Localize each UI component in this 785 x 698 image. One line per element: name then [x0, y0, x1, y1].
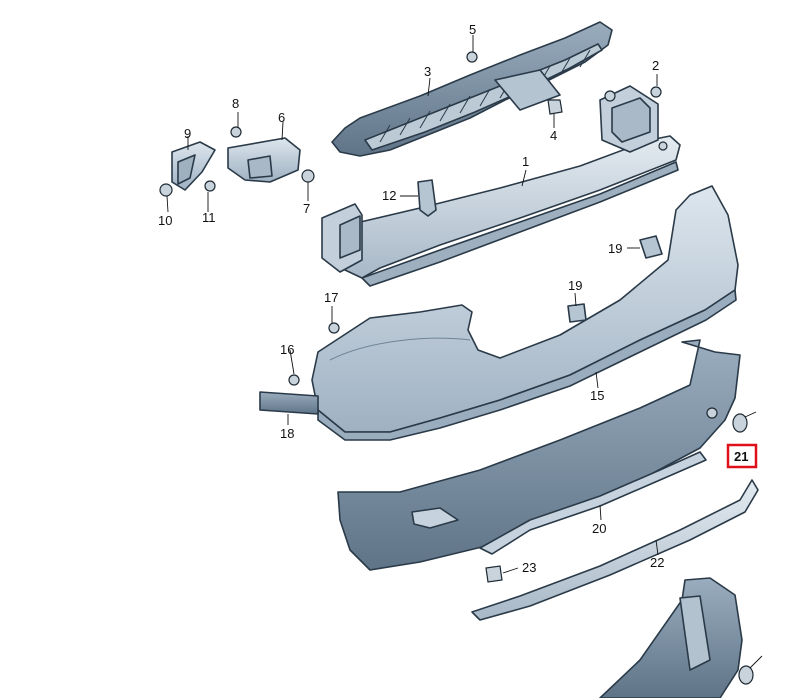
part-label-6: 6 [278, 110, 285, 125]
small-bracket [171, 141, 216, 191]
part-label-19-upper: 19 [608, 241, 622, 256]
part-label-7: 7 [303, 201, 310, 216]
highlighted-part-21[interactable]: 21 [726, 443, 758, 469]
side-bracket [227, 137, 301, 183]
upper-impact-absorber [331, 21, 613, 157]
highlight-frame [726, 443, 758, 469]
part-label-23: 23 [522, 560, 536, 575]
part-label-1: 1 [522, 154, 529, 169]
part-label-18: 18 [280, 426, 294, 441]
lower-spoiler [337, 339, 741, 571]
part-label-5: 5 [469, 22, 476, 37]
part-label-19-lower: 19 [568, 278, 582, 293]
clip-23 [485, 565, 503, 583]
part-label-16: 16 [280, 342, 294, 357]
fasteners [159, 51, 662, 386]
tow-hook-cap [732, 411, 757, 433]
leader-lines [166, 35, 659, 574]
part-label-11: 11 [202, 210, 216, 225]
bumper-cover [311, 185, 739, 441]
bumper-corner-detail [599, 577, 763, 698]
part-labels: 5 3 2 4 8 6 9 1 12 7 10 11 19 19 17 16 1… [158, 22, 664, 575]
part-label-17: 17 [324, 290, 338, 305]
part-label-8: 8 [232, 96, 239, 111]
part-label-15: 15 [590, 388, 604, 403]
clip-19-upper [639, 235, 663, 259]
trim-strip [471, 479, 759, 621]
part-label-9: 9 [184, 126, 191, 141]
part-label-4: 4 [550, 128, 557, 143]
bumper-reinforcement-bar [321, 85, 681, 287]
holder-clip [417, 179, 437, 217]
part-label-21: 21 [734, 449, 748, 464]
part-label-22: 22 [650, 555, 664, 570]
part-label-10: 10 [158, 213, 172, 228]
part-label-3: 3 [424, 64, 431, 79]
part-label-12: 12 [382, 188, 396, 203]
part-label-20: 20 [592, 521, 606, 536]
clip-19-lower [567, 303, 587, 323]
reflector [259, 391, 319, 415]
part-label-2: 2 [652, 58, 659, 73]
